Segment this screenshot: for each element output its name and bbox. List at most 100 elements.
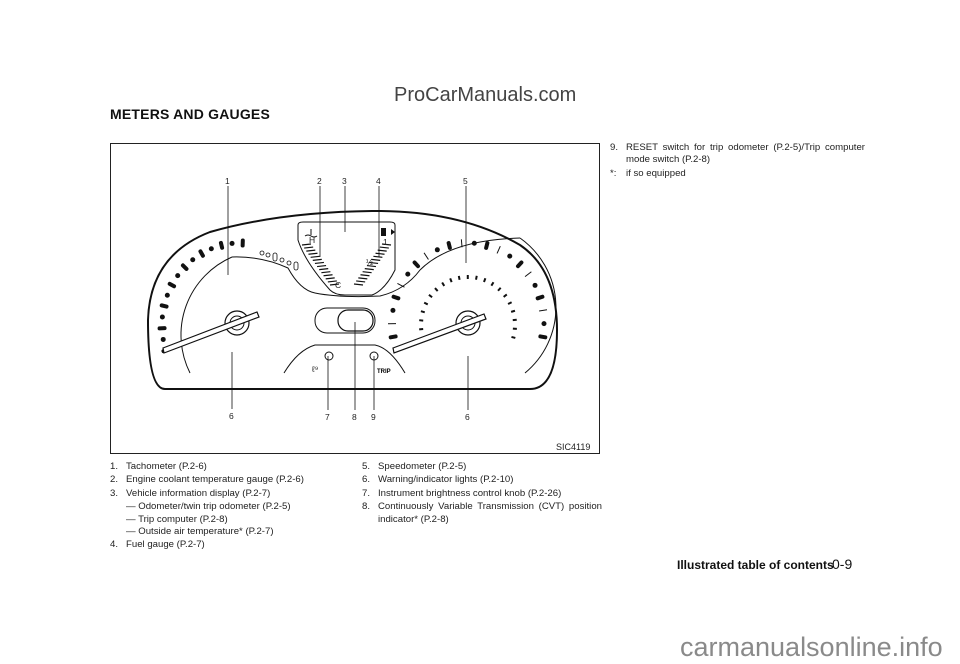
coolant-bar [327,280,337,283]
speedo-major-mark [388,334,398,340]
speedo-minor-mark [423,252,429,260]
fuel-bar [369,261,379,265]
item-text: Continuously Variable Transmission (CVT)… [378,501,602,525]
callout-4: 4 [376,176,381,186]
tach-dot-mark [208,246,214,252]
footer-section-title: Illustrated table of contents [677,558,834,572]
item-number: 1. [110,461,119,472]
callout-1: 1 [225,176,230,186]
tachometer-needle [162,310,260,354]
tach-major-mark [157,326,167,331]
brightness-icon: ℓ⁹ [311,364,319,374]
fuel-bar [381,243,392,246]
speedo-dot-mark [507,253,513,259]
speedo-inner-mark [503,293,508,298]
list-item: 6.Warning/indicator lights (P.2-10) [362,474,602,486]
tach-open-circle [279,257,285,263]
speedo-inner-mark [507,301,513,305]
item-number: 6. [362,474,371,486]
item-text: if so equipped [626,167,686,179]
coolant-bar [314,261,324,265]
speedo-minor-mark [539,309,548,312]
item-text: Engine coolant temperature gauge (P.2-6) [126,474,304,486]
tach-dot-mark [160,336,166,342]
tach-major-mark [198,249,205,258]
tach-dot-mark [164,292,170,298]
section-heading: METERS AND GAUGES [110,106,271,122]
sub-item: — Odometer/twin trip odometer (P.2-5) [126,501,291,513]
legend-list-left: 1.Tachometer (P.2-6) 2. Engine coolant te… [110,461,350,553]
figure-frame [110,143,600,454]
callout-2: 2 [317,176,322,186]
legend-list-right: 5.Speedometer (P.2-5) 6.Warning/indicato… [362,461,602,527]
coolant-bar [301,243,312,246]
page-number: 0-9 [832,556,853,572]
speedo-upper-contour [314,237,521,298]
item-number: 5. [362,461,371,472]
tach-dot-mark [159,314,165,320]
tach-open-circle [259,250,265,256]
sub-item: — Outside air temperature* (P.2-7) [126,526,274,538]
coolant-bar [321,271,331,274]
fuel-gauge-scale [353,243,392,286]
tach-dot-mark [229,240,235,246]
item-text: Instrument brightness control knob (P.2-… [378,487,562,499]
fuel-bar [373,255,383,258]
speedo-inner-mark [419,319,424,322]
fuel-bar [356,280,366,283]
speedo-inner-mark [449,278,453,283]
tach-major-mark [167,281,177,289]
cvt-indicator-housing [314,307,376,334]
item-text: RESET switch for trip odometer (P.2-5)/T… [626,142,865,166]
speedometer-needle [392,310,487,354]
speedo-minor-mark [524,271,532,278]
coolant-bar [306,249,316,252]
item-number: 8. [362,501,371,513]
speedo-inner-mark [512,327,517,330]
speedo-inner-mark [457,275,461,281]
fuel-bar [360,274,370,277]
speedo-inner-mark [490,281,495,287]
list-item: 3. Vehicle information display (P.2-7) [110,488,350,500]
speedo-dot-mark [390,307,396,313]
tach-open-circle [265,252,271,258]
figure-code: SIC4119 [556,442,590,452]
callout-8: 8 [352,412,357,422]
fuel-bar [353,283,364,286]
fuel-bar [366,264,376,268]
coolant-hot-label: H [309,235,315,245]
coolant-bar [310,255,320,258]
coolant-bar [329,283,340,286]
callout-6-right: 6 [465,412,470,422]
tach-open-circle [286,260,292,266]
fuel-bar [371,258,381,261]
callout-3: 3 [342,176,347,186]
list-item: 1.Tachometer (P.2-6) [110,461,350,473]
item-text: Vehicle information display (P.2-7) [126,487,271,499]
coolant-bar [304,246,314,249]
item-number: 2. [110,474,119,486]
sub-item: — Trip computer (P.2-8) [126,513,228,525]
list-item: *: if so equipped [610,168,865,180]
tach-major-mark [159,303,169,309]
tach-major-mark [218,240,225,250]
list-item: 8. Continuously Variable Transmission (CV… [362,501,602,526]
item-number: 9. [610,142,619,153]
speedo-inner-mark [497,287,502,292]
speedo-dot-mark [405,271,411,277]
coolant-bar [317,264,327,268]
callout-leader-lines [227,186,469,410]
fuel-half-label: ½ [366,257,373,267]
speedo-inner-mark [428,294,433,299]
speedo-inner-arc [519,237,557,374]
item-text: Fuel gauge (P.2-7) [126,539,205,551]
brightness-control-knob[interactable] [324,351,334,361]
fuel-pump-icon [381,228,395,236]
fuel-bar [364,268,374,271]
speedo-major-mark [484,241,490,250]
item-number: *: [610,167,617,179]
coolant-bar [323,274,333,277]
speedo-inner-mark [475,275,478,280]
item-number: 3. [110,487,119,499]
